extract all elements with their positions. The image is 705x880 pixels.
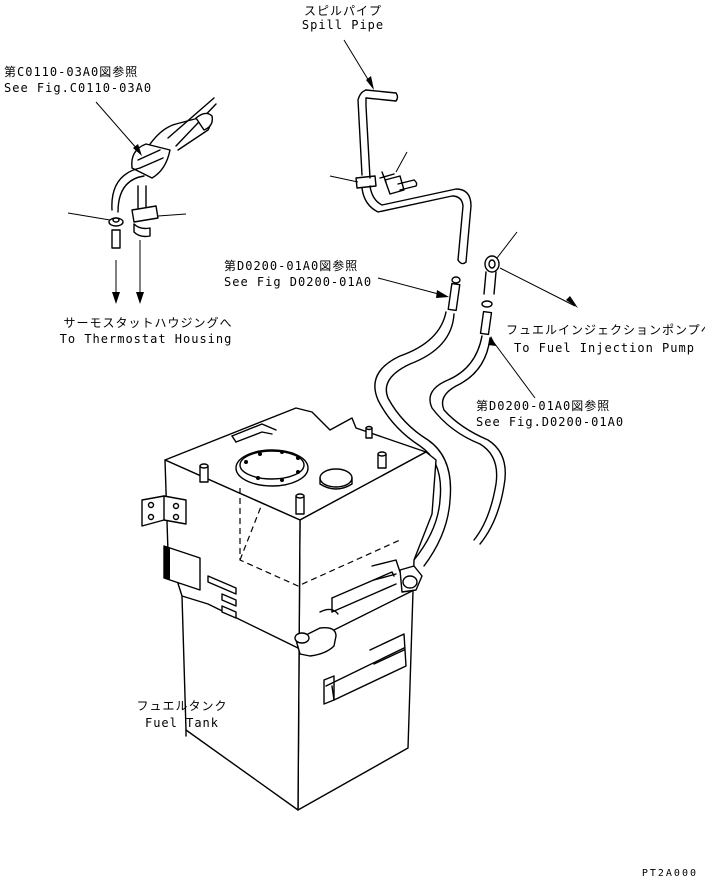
fuel-tank [141,407,437,811]
injection-fittings [377,231,578,399]
fuel-tank-label-jp: フュエルタンク [136,699,227,713]
ref-d0200-b-label-jp: 第D0200-01A0図参照 [476,398,610,413]
injection-pump-label-en: To Fuel Injection Pump [514,341,695,355]
label-leaders [343,39,374,90]
thermostat-hose-group [67,97,217,304]
thermostat-label-en: To Thermostat Housing [60,332,233,346]
fuel-tank-label-en: Fuel Tank [145,716,219,730]
drawing-code: PT2A000 [642,868,698,879]
tank-posts [199,425,387,515]
ref-c0110-label-jp: 第C0110-03A0図参照 [4,64,138,79]
injection-pump-label-jp: フュエルインジェクションポンプへ [506,323,705,337]
spill-pipe [329,89,472,265]
ref-d0200-a-label-jp: 第D0200-01A0図参照 [224,258,358,273]
ref-d0200-b-label-en: See Fig.D0200-01A0 [476,415,624,429]
thermostat-label-jp: サーモスタットハウジングへ [63,316,232,330]
spill-pipe-label-en: Spill Pipe [302,18,384,32]
ref-c0110-label-en: See Fig.C0110-03A0 [4,81,152,95]
spill-pipe-label-jp: スピルパイプ [304,4,382,18]
ref-d0200-a-label-en: See Fig D0200-01A0 [224,275,372,289]
fuel-hoses [374,311,506,567]
